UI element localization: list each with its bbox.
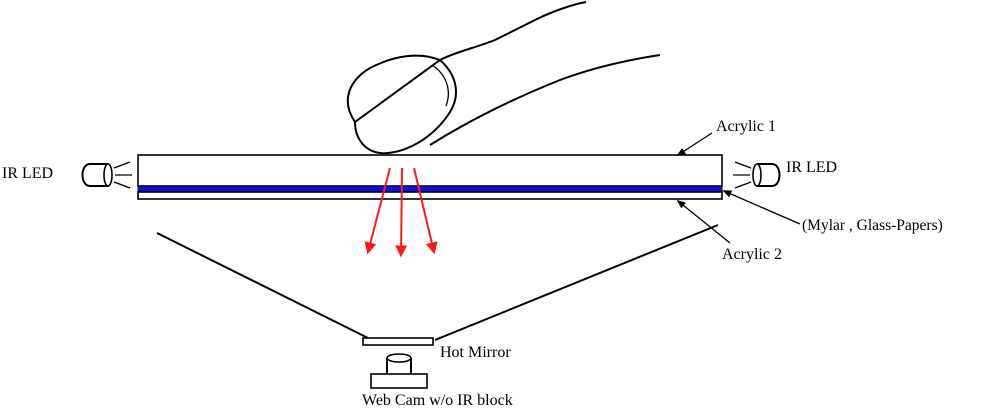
acrylic-2-pointer	[676, 199, 731, 244]
ir-led-icon	[733, 161, 781, 189]
acrylic-2-layer	[137, 191, 723, 200]
acrylic-panel	[137, 154, 723, 200]
acrylic-1-layer	[137, 154, 723, 187]
web-cam-label: Web Cam w/o IR block	[362, 392, 513, 409]
ir-led-icon	[81, 161, 132, 189]
web-cam-icon	[370, 353, 428, 389]
middle-layer	[137, 185, 723, 193]
acrylic-1-pointer	[676, 132, 713, 156]
acrylic-1-label: Acrylic 1	[716, 118, 776, 135]
ir-led-right-label: IR LED	[786, 159, 837, 176]
hot-mirror	[362, 337, 434, 346]
middle-layer-label: (Mylar , Glass-Papers)	[802, 217, 943, 234]
middle-layer-pointer	[722, 190, 801, 225]
ir-led-left-label: IR LED	[2, 165, 53, 182]
view-line-right	[434, 224, 719, 341]
acrylic-2-label: Acrylic 2	[722, 246, 782, 263]
view-line-left	[156, 232, 369, 339]
hot-mirror-label: Hot Mirror	[440, 344, 511, 361]
finger-icon	[346, 1, 661, 165]
ir-rays	[364, 167, 438, 258]
